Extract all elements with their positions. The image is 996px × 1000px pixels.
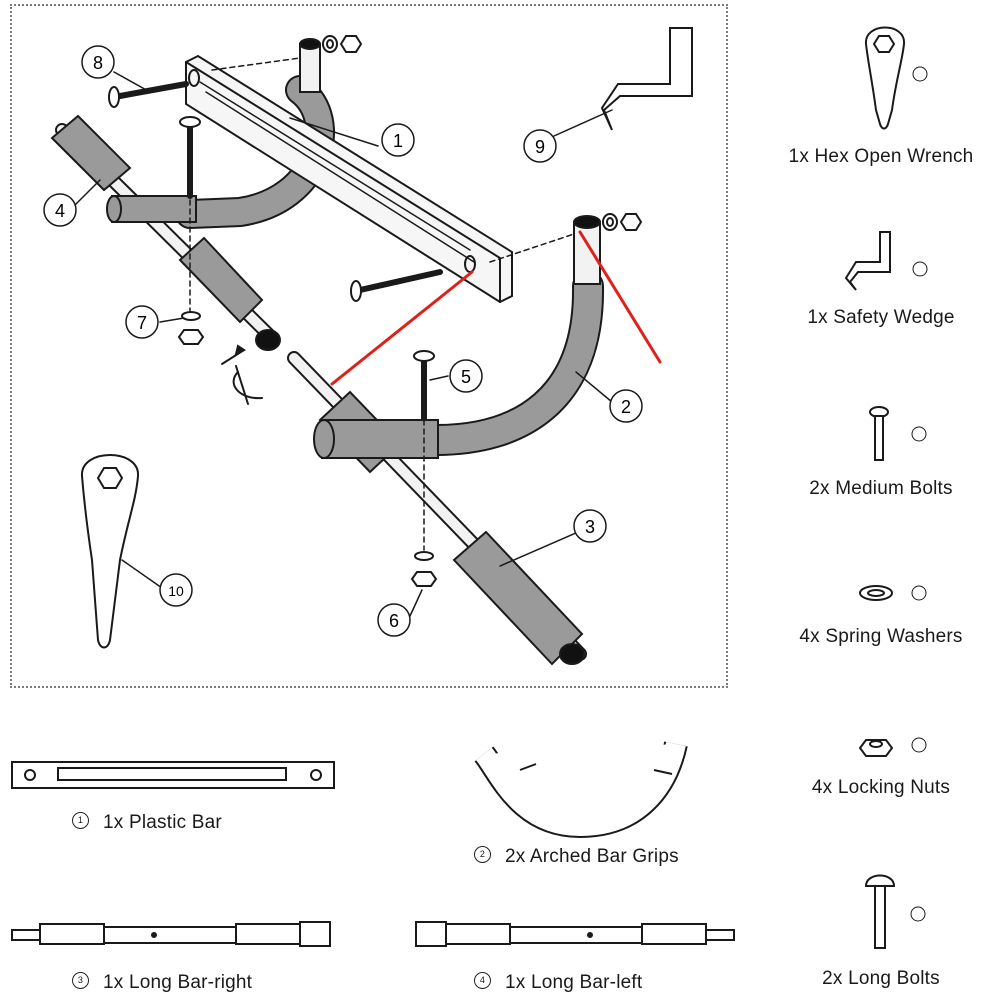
callout-labels: 1 2 3 4 5 6 7 8 bbox=[43, 45, 643, 637]
right-column-icons bbox=[844, 26, 928, 949]
part-caption-hex-wrench: 1x Hex Open Wrench bbox=[788, 146, 974, 167]
callout-7: 7 bbox=[125, 305, 159, 339]
svg-text:5: 5 bbox=[461, 367, 471, 387]
long-bar-left-part bbox=[50, 114, 281, 351]
long-bar-right-part bbox=[287, 351, 587, 666]
part-caption-safety-wedge: 1x Safety Wedge bbox=[807, 307, 955, 328]
arched-grip-icon bbox=[474, 741, 688, 839]
long-bar-left-icon bbox=[415, 921, 735, 947]
svg-text:9: 9 bbox=[535, 137, 545, 157]
svg-text:2: 2 bbox=[621, 397, 631, 417]
rotate-arrow-icon bbox=[221, 344, 263, 405]
long-bar-right-icon bbox=[11, 921, 331, 947]
svg-text:10: 10 bbox=[168, 583, 184, 599]
callout-4: 4 bbox=[43, 193, 77, 227]
part-caption-long-bolts: 2x Long Bolts bbox=[822, 968, 940, 989]
callout-10: 10 bbox=[159, 573, 193, 607]
svg-text:7: 7 bbox=[137, 313, 147, 333]
hex-wrench-part bbox=[80, 454, 140, 649]
highlight-arrows bbox=[330, 230, 662, 386]
callout-8: 8 bbox=[81, 45, 115, 79]
svg-text:6: 6 bbox=[389, 611, 399, 631]
wrench-icon bbox=[864, 26, 928, 130]
leader-lines bbox=[73, 71, 613, 617]
svg-text:1: 1 bbox=[393, 131, 403, 151]
bottom-row-icons bbox=[11, 741, 735, 947]
callout-2: 2 bbox=[609, 389, 643, 423]
medium-bolt-icon bbox=[869, 406, 927, 461]
safety-wedge-part bbox=[600, 27, 693, 131]
callout-3: 3 bbox=[573, 509, 607, 543]
assembly-diagram-frame bbox=[10, 4, 728, 688]
callout-1: 1 bbox=[381, 123, 415, 157]
wedge-icon bbox=[844, 231, 928, 291]
washer-nut-hardware bbox=[177, 35, 643, 587]
locking-nut-icon bbox=[858, 737, 927, 757]
long-bolt-icon bbox=[864, 874, 926, 949]
guide-lines bbox=[189, 57, 575, 551]
part-caption-medium-bolts: 2x Medium Bolts bbox=[809, 478, 953, 499]
svg-text:8: 8 bbox=[93, 53, 103, 73]
svg-text:4: 4 bbox=[55, 201, 65, 221]
callout-6: 6 bbox=[377, 603, 411, 637]
arched-grip-front bbox=[313, 215, 605, 459]
part-caption-spring-washers: 4x Spring Washers bbox=[799, 626, 963, 647]
plastic-bar-part bbox=[185, 54, 513, 304]
plastic-bar-icon bbox=[11, 761, 335, 789]
part-caption-locking-nuts: 4x Locking Nuts bbox=[811, 777, 951, 798]
svg-text:3: 3 bbox=[585, 517, 595, 537]
callout-5: 5 bbox=[449, 359, 483, 393]
spring-washer-icon bbox=[859, 585, 927, 601]
bolt-hardware bbox=[108, 81, 443, 421]
callout-9: 9 bbox=[523, 129, 557, 163]
